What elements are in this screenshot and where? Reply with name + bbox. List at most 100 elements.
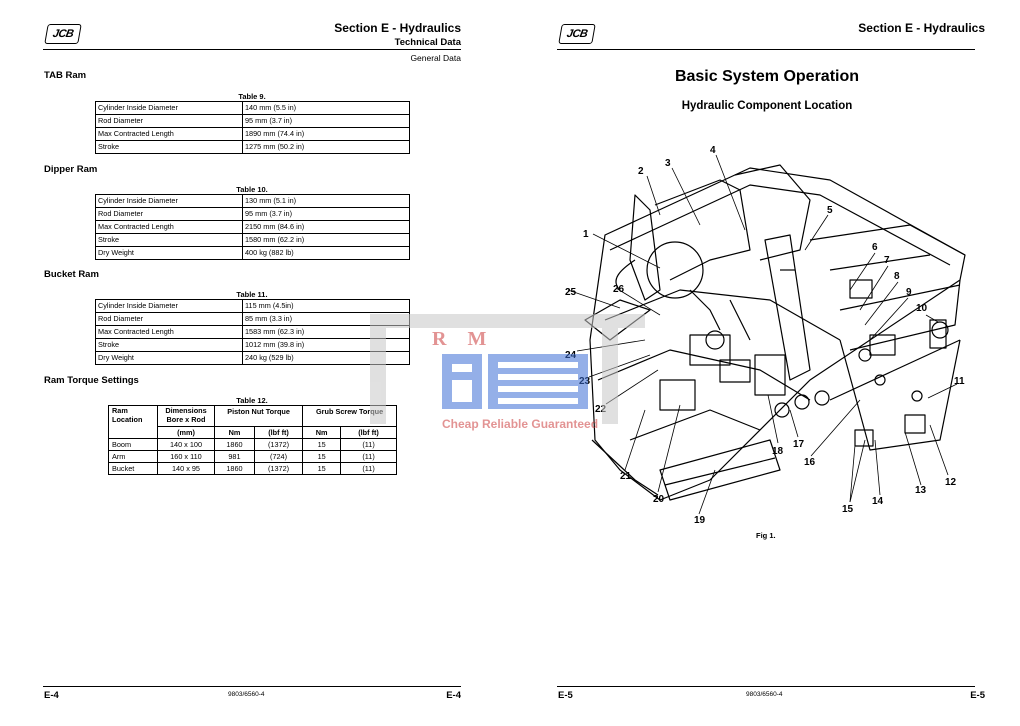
torque-cell: Arm bbox=[108, 450, 158, 463]
callout-12: 12 bbox=[945, 477, 957, 488]
spec-label: Cylinder Inside Diameter bbox=[95, 299, 243, 313]
spec-label: Rod Diameter bbox=[95, 207, 243, 221]
jcb-logo: JCB bbox=[558, 24, 596, 44]
doc-number: 9803/6560-4 bbox=[746, 691, 783, 698]
torque-cell: 981 bbox=[214, 450, 255, 463]
callout-2: 2 bbox=[638, 166, 644, 177]
bucket-ram-heading: Bucket Ram bbox=[44, 269, 99, 280]
torque-cell: 140 x 100 bbox=[157, 438, 215, 451]
dipper-ram-heading: Dipper Ram bbox=[44, 164, 98, 175]
tab-ram-heading: TAB Ram bbox=[44, 70, 87, 81]
callout-13: 13 bbox=[915, 485, 927, 496]
table12-caption: Table 12. bbox=[236, 396, 268, 405]
page-number-right: E-4 bbox=[446, 690, 461, 701]
callout-19: 19 bbox=[694, 515, 706, 526]
page-number-right: E-5 bbox=[970, 690, 985, 701]
callout-3: 3 bbox=[665, 158, 671, 169]
spec-value: 1890 mm (74.4 in) bbox=[242, 127, 410, 141]
torque-sub-nm2: Nm bbox=[302, 426, 342, 439]
spec-label: Stroke bbox=[95, 338, 243, 352]
callout-1: 1 bbox=[583, 229, 589, 240]
spec-label: Stroke bbox=[95, 140, 243, 154]
spec-value: 115 mm (4.5in) bbox=[242, 299, 410, 313]
torque-sub-lbf: (lbf ft) bbox=[253, 426, 304, 439]
torque-col-dimensions: Dimensions Bore x Rod bbox=[157, 405, 215, 427]
torque-cell: 1860 bbox=[214, 438, 255, 451]
spec-value: 140 mm (5.5 in) bbox=[242, 101, 410, 115]
torque-sub-nm: Nm bbox=[214, 426, 255, 439]
jcb-logo: JCB bbox=[44, 24, 82, 44]
spec-label: Dry Weight bbox=[95, 246, 243, 260]
spec-label: Max Contracted Length bbox=[95, 325, 243, 339]
page-number-left: E-4 bbox=[44, 690, 59, 701]
spec-value: 95 mm (3.7 in) bbox=[242, 207, 410, 221]
subsection-title: Technical Data bbox=[394, 37, 461, 48]
spec-label: Stroke bbox=[95, 233, 243, 247]
header-rule bbox=[557, 49, 975, 50]
spec-label: Rod Diameter bbox=[95, 312, 243, 326]
spec-value: 1275 mm (50.2 in) bbox=[242, 140, 410, 154]
figure-caption: Fig 1. bbox=[756, 531, 776, 540]
footer-rule bbox=[557, 686, 975, 687]
torque-cell: 15 bbox=[302, 450, 342, 463]
torque-cell: 15 bbox=[302, 438, 342, 451]
callout-22: 22 bbox=[595, 404, 607, 415]
topic-label: General Data bbox=[410, 53, 461, 63]
torque-cell: 140 x 95 bbox=[157, 462, 215, 475]
spec-label: Cylinder Inside Diameter bbox=[95, 101, 243, 115]
callout-10: 10 bbox=[916, 303, 928, 314]
torque-cell: (11) bbox=[340, 462, 397, 475]
callout-20: 20 bbox=[653, 494, 665, 505]
ram-torque-table: Ram Location Dimensions Bore x Rod Pisto… bbox=[108, 405, 397, 475]
torque-cell: (1372) bbox=[253, 438, 304, 451]
torque-cell: 15 bbox=[302, 462, 342, 475]
doc-number: 9803/6560-4 bbox=[228, 691, 265, 698]
spec-label: Max Contracted Length bbox=[95, 127, 243, 141]
watermark-letters: R M bbox=[432, 328, 494, 350]
torque-sub-mm: (mm) bbox=[157, 426, 215, 439]
torque-cell: Boom bbox=[108, 438, 158, 451]
footer-rule bbox=[43, 686, 461, 687]
spec-value: 240 kg (529 lb) bbox=[242, 351, 410, 365]
callout-8: 8 bbox=[894, 271, 900, 282]
header-rule bbox=[43, 49, 461, 50]
page-subtitle: Hydraulic Component Location bbox=[681, 100, 853, 112]
left-page: JCB Section E - Hydraulics Technical Dat… bbox=[43, 21, 461, 701]
torque-cell: 1860 bbox=[214, 462, 255, 475]
table9-caption: Table 9. bbox=[238, 92, 266, 101]
callout-4: 4 bbox=[710, 145, 716, 156]
swing-ring bbox=[646, 241, 704, 299]
section-title: Section E - Hydraulics bbox=[334, 21, 461, 35]
right-page: JCB Section E - Hydraulics Basic System … bbox=[510, 0, 1020, 726]
table11-caption: Table 11. bbox=[236, 290, 268, 299]
section-title: Section E - Hydraulics bbox=[858, 21, 985, 35]
torque-cell: (724) bbox=[253, 450, 304, 463]
ram-torque-heading: Ram Torque Settings bbox=[44, 375, 139, 386]
callout-18: 18 bbox=[772, 446, 784, 457]
callout-21: 21 bbox=[620, 471, 632, 482]
spec-value: 2150 mm (84.6 in) bbox=[242, 220, 410, 234]
callout-labels: 1 2 3 4 5 6 7 8 9 10 11 12 13 14 15 16 1… bbox=[565, 145, 965, 526]
callout-6: 6 bbox=[872, 242, 878, 253]
table10-caption: Table 10. bbox=[236, 185, 268, 194]
spec-label: Dry Weight bbox=[95, 351, 243, 365]
page-title: Basic System Operation bbox=[674, 68, 860, 85]
rm-watermark: R M Cheap Reliable Guaranteed bbox=[370, 314, 645, 431]
spec-label: Max Contracted Length bbox=[95, 220, 243, 234]
torque-cell: (1372) bbox=[253, 462, 304, 475]
